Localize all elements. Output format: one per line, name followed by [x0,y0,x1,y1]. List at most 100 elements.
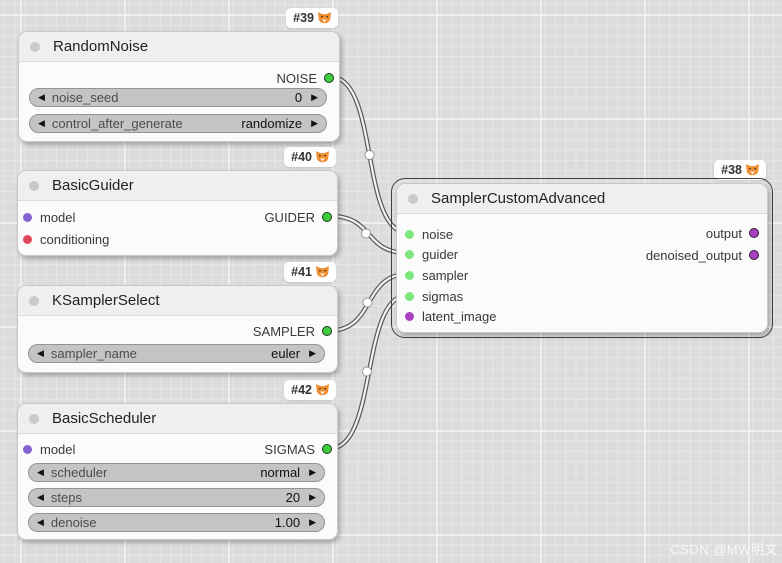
increment-arrow-icon[interactable]: ▶ [309,348,316,358]
input-slot-model[interactable]: model [18,208,75,226]
output-slot-label: denoised_output [645,247,742,263]
decrement-arrow-icon[interactable]: ◀ [37,492,44,502]
link-midpoint-dot[interactable] [361,228,371,239]
input-dot-sigmas[interactable] [405,291,414,301]
input-dot-model[interactable] [23,444,32,454]
node-id-badge: #38 [721,163,742,177]
input-slot-label: model [40,441,76,457]
output-dot-denoised-output[interactable] [749,250,759,260]
node-randomnoise[interactable]: #39 RandomNoise NOISE ◀ noise_seed 0 ▶ ◀… [18,8,340,142]
output-slot-denoised-output[interactable]: denoised_output [646,246,767,264]
widget-label: scheduler [50,465,108,480]
widget-value: normal [260,465,301,480]
output-dot-output[interactable] [749,228,759,238]
input-slot-latent-image[interactable]: latent_image [397,307,496,325]
collapse-dot[interactable] [30,41,40,52]
fox-icon [316,384,329,396]
node-titlebar[interactable]: BasicGuider [18,171,337,201]
output-slot-label: GUIDER [264,209,315,225]
collapse-dot[interactable] [408,193,418,204]
output-slot-guider[interactable]: GUIDER [264,208,337,226]
output-slot-output[interactable]: output [706,224,767,242]
output-slot-label: SAMPLER [252,323,315,339]
output-slot-label: SIGMAS [264,441,315,457]
output-slot-sigmas[interactable]: SIGMAS [264,440,337,458]
widget-value: euler [271,346,301,361]
input-dot-noise[interactable] [405,229,414,239]
input-dot-guider[interactable] [405,249,414,259]
node-titlebar[interactable]: RandomNoise [19,32,339,62]
input-slot-label: sigmas [422,288,464,304]
increment-arrow-icon[interactable]: ▶ [309,467,316,477]
increment-arrow-icon[interactable]: ▶ [311,118,318,128]
node-title: KSamplerSelect [52,292,160,309]
increment-arrow-icon[interactable]: ▶ [309,492,316,502]
input-dot-model[interactable] [23,212,32,222]
increment-arrow-icon[interactable]: ▶ [309,517,316,527]
input-slot-guider[interactable]: guider [397,245,458,263]
node-basicguider[interactable]: #40 BasicGuider model conditioning GUIDE… [17,147,338,256]
widget-value: 0 [294,90,303,105]
widget-steps[interactable]: ◀ steps 20 ▶ [28,488,325,507]
widget-control-after-generate[interactable]: ◀ control_after_generate randomize ▶ [29,114,327,133]
widget-label: denoise [50,515,97,530]
widget-label: noise_seed [51,90,119,105]
decrement-arrow-icon[interactable]: ◀ [37,467,44,477]
decrement-arrow-icon[interactable]: ◀ [37,517,44,527]
node-titlebar[interactable]: BasicScheduler [18,404,337,434]
fox-icon [746,164,759,176]
node-titlebar[interactable]: KSamplerSelect [18,286,337,316]
output-dot-guider[interactable] [322,212,332,222]
link-midpoint-dot[interactable] [362,366,372,377]
node-id-badge: #42 [291,383,312,397]
collapse-dot[interactable] [29,413,39,424]
input-dot-conditioning[interactable] [23,234,32,244]
widget-denoise[interactable]: ◀ denoise 1.00 ▶ [28,513,325,532]
input-slot-label: model [40,209,76,225]
node-badge: #40 [284,147,336,167]
output-dot-sigmas[interactable] [322,444,332,454]
fox-icon [318,12,331,24]
widget-scheduler[interactable]: ◀ scheduler normal ▶ [28,463,325,482]
widget-value: 1.00 [274,515,301,530]
output-dot-noise[interactable] [324,73,334,83]
node-basicscheduler[interactable]: #42 BasicScheduler model SIGMAS ◀ schedu… [17,380,338,540]
output-slot-sampler[interactable]: SAMPLER [253,322,337,340]
input-dot-sampler[interactable] [405,270,414,280]
node-badge: #39 [286,8,338,28]
fox-icon [316,151,329,163]
node-id-badge: #40 [291,150,312,164]
input-slot-noise[interactable]: noise [397,225,453,243]
collapse-dot[interactable] [29,295,39,306]
fox-icon [316,266,329,278]
input-slot-model[interactable]: model [18,440,75,458]
node-ksamplerselect[interactable]: #41 KSamplerSelect SAMPLER ◀ sampler_nam… [17,262,338,373]
output-slot-noise[interactable]: NOISE [277,69,339,87]
collapse-dot[interactable] [29,180,39,191]
node-samplercustomadvanced[interactable]: #38 SamplerCustomAdvanced noise guider s… [391,160,773,338]
input-slot-label: latent_image [422,308,497,324]
node-title: BasicGuider [52,177,134,194]
node-title: BasicScheduler [52,410,157,427]
decrement-arrow-icon[interactable]: ◀ [38,92,45,102]
link-midpoint-dot[interactable] [362,297,373,308]
widget-label: control_after_generate [51,116,183,131]
input-slot-sigmas[interactable]: sigmas [397,287,463,305]
widget-value: randomize [241,116,303,131]
widget-label: steps [50,490,82,505]
decrement-arrow-icon[interactable]: ◀ [37,348,44,358]
output-dot-sampler[interactable] [322,326,332,336]
input-slot-label: guider [422,246,459,262]
input-slot-conditioning[interactable]: conditioning [18,230,109,248]
widget-noise-seed[interactable]: ◀ noise_seed 0 ▶ [29,88,327,107]
node-id-badge: #39 [293,11,314,25]
input-dot-latent-image[interactable] [405,311,414,321]
increment-arrow-icon[interactable]: ▶ [311,92,318,102]
link-midpoint-dot[interactable] [364,150,375,160]
decrement-arrow-icon[interactable]: ◀ [38,118,45,128]
widget-sampler-name[interactable]: ◀ sampler_name euler ▶ [28,344,325,363]
node-titlebar[interactable]: SamplerCustomAdvanced [397,184,767,214]
node-badge: #42 [284,380,336,400]
input-slot-sampler[interactable]: sampler [397,266,468,284]
